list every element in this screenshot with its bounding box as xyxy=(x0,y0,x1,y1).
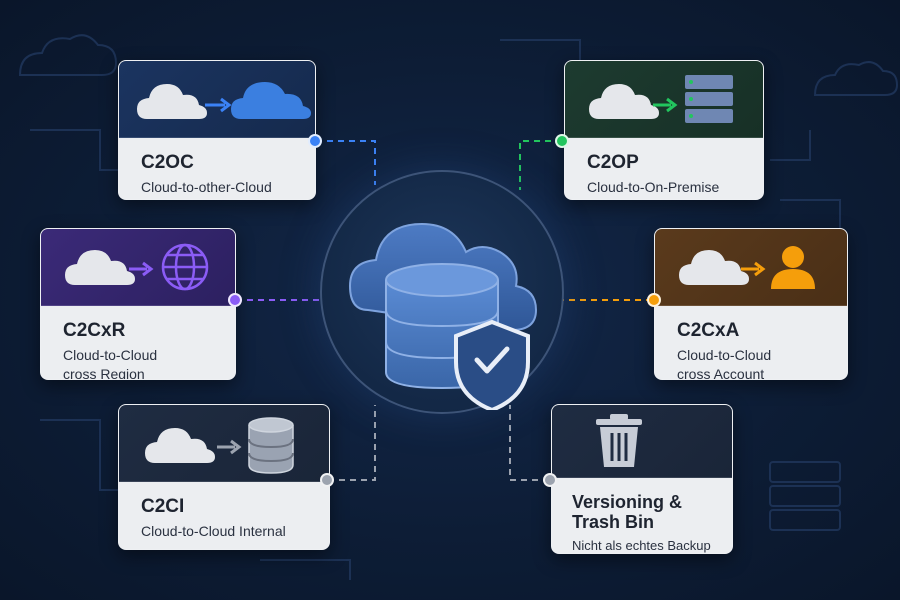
connector-node-c2oc xyxy=(308,134,322,148)
connector-node-c2ci xyxy=(320,473,334,487)
card-c2cxr[interactable]: C2CxR Cloud-to-Cloud cross Region xyxy=(40,228,236,380)
card-header xyxy=(655,229,847,306)
card-versioning-trash-bin[interactable]: Versioning & Trash Bin Nicht als echtes … xyxy=(551,404,733,554)
cloud-to-user-icon xyxy=(679,246,815,289)
cloud-to-server-icon xyxy=(589,75,733,123)
card-code: C2CxA xyxy=(677,320,740,341)
card-code: C2CI xyxy=(141,496,185,517)
card-c2ci[interactable]: C2CI Cloud-to-Cloud Internal xyxy=(118,404,330,550)
connector-node-c2op xyxy=(555,134,569,148)
card-header xyxy=(41,229,235,306)
cloud-to-globe-icon xyxy=(65,243,209,291)
card-code: C2OP xyxy=(587,152,639,173)
card-code: C2CxR xyxy=(63,320,126,341)
card-code: Versioning & Trash Bin xyxy=(572,492,683,532)
card-description: Nicht als echtes Backup xyxy=(572,538,711,553)
connector-node-versioning xyxy=(543,473,557,487)
connector-c2ci xyxy=(328,405,376,481)
card-c2op[interactable]: C2OP Cloud-to-On-Premise xyxy=(564,60,764,200)
card-c2cxa[interactable]: C2CxA Cloud-to-Cloud cross Account xyxy=(654,228,848,380)
connector-c2oc xyxy=(316,140,376,185)
card-header xyxy=(119,61,315,138)
connector-node-c2cxr xyxy=(228,293,242,307)
cloud-database-shield-icon xyxy=(348,222,538,410)
card-header xyxy=(119,405,329,482)
connector-node-c2cxa xyxy=(647,293,661,307)
trash-bin-icon xyxy=(596,414,642,467)
card-description: Cloud-to-Cloud cross Account xyxy=(677,347,772,380)
card-header xyxy=(552,405,732,478)
card-code: C2OC xyxy=(141,152,194,173)
card-description: Cloud-to-Cloud cross Region xyxy=(63,347,158,380)
cloud-to-database-icon xyxy=(145,417,294,474)
card-description: Cloud-to-On-Premise xyxy=(587,179,720,195)
cloud-to-cloud-icon xyxy=(137,82,311,119)
card-header xyxy=(565,61,763,138)
card-description: Cloud-to-Cloud Internal xyxy=(141,523,286,539)
card-description: Cloud-to-other-Cloud xyxy=(141,179,272,195)
connector-c2op xyxy=(519,140,562,190)
card-c2oc[interactable]: C2OC Cloud-to-other-Cloud xyxy=(118,60,316,200)
connector-versioning xyxy=(509,405,549,481)
